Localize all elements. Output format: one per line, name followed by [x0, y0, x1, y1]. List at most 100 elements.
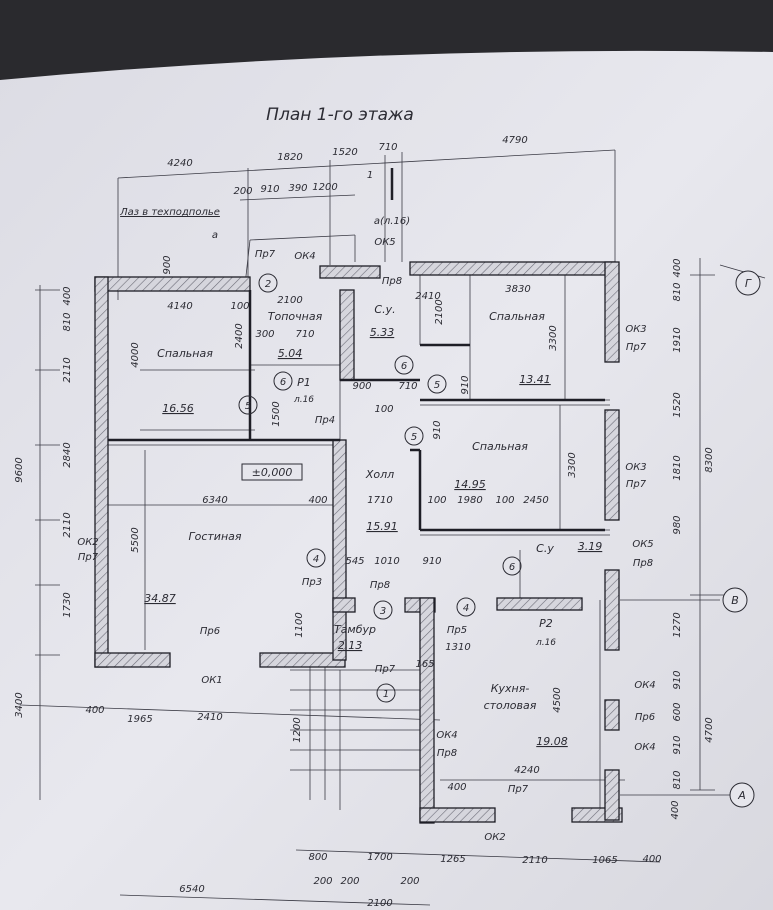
dimension-label: 1520 [332, 147, 357, 158]
axis-bubble [735, 270, 761, 296]
marker-number: 6 [280, 377, 286, 388]
opening-mark: ОК3 [625, 324, 646, 335]
opening-mark: Пр8 [370, 580, 390, 591]
dimension-label: 6340 [202, 495, 227, 506]
dimension-label: 1200 [312, 182, 337, 193]
dimension-label: 710 [295, 329, 314, 340]
dimension-label: 1965 [127, 714, 152, 725]
drawing-line [117, 149, 616, 179]
dimension-label: 2110 [522, 855, 547, 866]
room-area: 34.87 [144, 592, 176, 605]
marker-number: 1 [383, 689, 389, 700]
section-mark: а [212, 230, 218, 241]
axis-bubble [722, 587, 748, 613]
marker-number: 5 [411, 432, 417, 443]
dimension-label: 400 [62, 286, 73, 305]
wall [332, 597, 356, 613]
dimension-label: 710 [378, 142, 397, 153]
drawing-line [249, 234, 356, 241]
wall [94, 276, 251, 292]
room-name: Спальная [472, 440, 528, 453]
marker-circle [404, 426, 424, 446]
dimension-label: 3300 [548, 325, 559, 350]
dimension-label: 800 [308, 852, 327, 863]
wall [409, 261, 616, 276]
dimension-label: 3830 [505, 284, 530, 295]
dimension-label: 4240 [514, 765, 539, 776]
room-area: 5.33 [370, 326, 395, 339]
dimension-label: 810 [672, 282, 683, 301]
room-area: 5.04 [278, 347, 303, 360]
dimension-label: 2110 [62, 357, 73, 382]
axis-label: В [731, 594, 739, 607]
opening-mark: ОК1 [201, 675, 222, 686]
wall [339, 289, 355, 381]
dimension-label: 2410 [197, 712, 222, 723]
marker-circle [273, 371, 293, 391]
room-name: Тамбур [334, 623, 376, 636]
section-mark: 1 [367, 170, 373, 181]
axis-bubble [729, 782, 755, 808]
dimension-label: 1010 [374, 556, 399, 567]
dimension-label: 8300 [704, 447, 715, 472]
level-mark: ±0,000 [252, 466, 293, 479]
opening-mark: ОК4 [436, 730, 457, 741]
dimension-label: 390 [288, 183, 307, 194]
dimension-label: 4790 [502, 135, 527, 146]
dimension-label: 4500 [552, 687, 563, 712]
dimension-label: 1065 [592, 855, 617, 866]
dimension-label: 6540 [179, 884, 204, 895]
dimension-label: 900 [352, 381, 371, 392]
opening-mark: ОК5 [632, 539, 653, 550]
dimension-label: 2100 [277, 295, 302, 306]
opening-mark: Пр7 [375, 664, 396, 675]
section-mark: а(л.16) [374, 216, 410, 227]
dimension-label: 2100 [367, 898, 392, 909]
dimension-label: 400 [85, 705, 104, 716]
dimension-label: 1730 [62, 592, 73, 617]
dimension-label: 100 [495, 495, 514, 506]
dimension-label: 5500 [130, 527, 141, 552]
dimension-label: 2110 [62, 512, 73, 537]
opening-mark: ОК2 [484, 832, 505, 843]
marker-circle [258, 273, 278, 293]
dimension-label: 1910 [672, 327, 683, 352]
dimension-label: 200 [313, 876, 332, 887]
dimension-label: 100 [230, 301, 249, 312]
marker-circle [394, 355, 414, 375]
opening-mark: Пр7 [508, 784, 529, 795]
room-name: Кухня- [491, 682, 530, 695]
room-area: 3.19 [578, 540, 603, 553]
opening-mark: Пр7 [78, 552, 99, 563]
wall [604, 261, 620, 363]
dimension-label: 1820 [277, 152, 302, 163]
drawing-line [295, 849, 661, 863]
dimension-label: 1710 [367, 495, 392, 506]
room-area: 16.56 [162, 402, 194, 415]
dimension-label: 2840 [62, 442, 73, 467]
wall [419, 597, 435, 824]
marker-circle [306, 548, 326, 568]
wall [604, 769, 620, 821]
dimension-label: 2100 [434, 299, 445, 324]
dimension-label: 810 [62, 312, 73, 331]
dimension-label: 900 [162, 255, 173, 274]
wall [604, 699, 620, 731]
dimension-label: 400 [642, 854, 661, 865]
riser-sheet: л.16 [535, 638, 556, 648]
opening-mark: Пр3 [302, 577, 322, 588]
opening-mark: ОК5 [374, 237, 395, 248]
dimension-label: 980 [672, 515, 683, 534]
marker-circle [373, 600, 393, 620]
marker-number: 5 [245, 401, 251, 412]
dimension-label: 300 [255, 329, 274, 340]
dimension-label: 400 [672, 258, 683, 277]
room-name: Спальная [489, 310, 545, 323]
axis-label: А [737, 789, 746, 802]
wall [496, 597, 583, 611]
walls [94, 261, 623, 824]
marker-number: 4 [313, 554, 319, 565]
dimension-label: 400 [670, 800, 681, 819]
drawing-line [119, 894, 431, 906]
opening-mark: Пр7 [626, 479, 647, 490]
